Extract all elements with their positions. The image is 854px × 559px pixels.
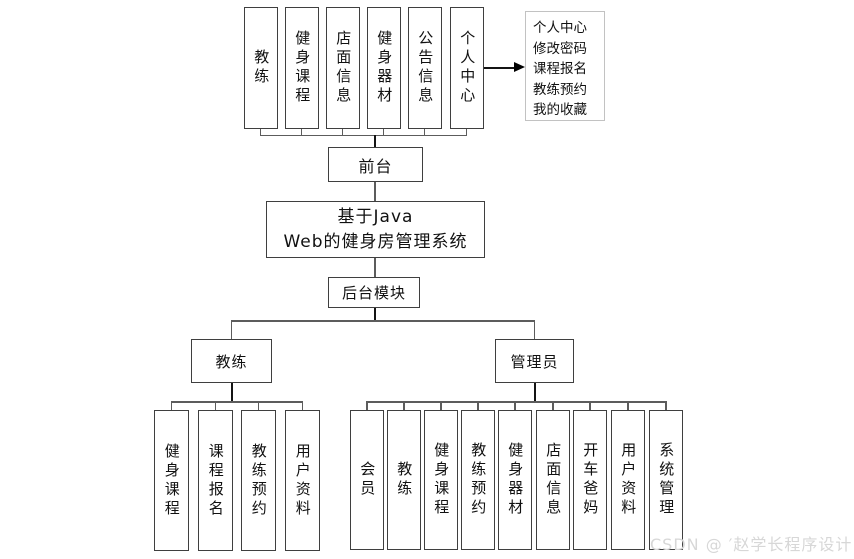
admin-child-system-management-label: 系统管理 (657, 442, 676, 518)
connector-stub-top-3 (341, 129, 344, 136)
connector-admin-child-stub-5 (514, 401, 516, 410)
frontend-module-store-info: 店面信息 (326, 7, 360, 129)
connector-stub-top-2 (300, 129, 303, 136)
frontend-module-fitness-course-label: 健身课程 (293, 30, 312, 106)
connector-admin-child-stub-4 (477, 401, 479, 410)
connector-admin-child-stub-6 (552, 401, 554, 410)
node-backend-label: 后台模块 (341, 284, 406, 302)
connector-admin-child-stub-1 (366, 401, 368, 410)
connector-admin-child-stub-7 (589, 401, 591, 410)
admin-child-coach-booking-label: 教练预约 (469, 442, 488, 518)
connector-trunk-coach (230, 383, 233, 402)
admin-child-member: 会员 (350, 410, 384, 550)
connector-split-horizontal (231, 320, 535, 322)
frontend-module-announcement: 公告信息 (408, 7, 442, 129)
admin-child-fitness-course-label: 健身课程 (432, 442, 451, 518)
connector-stub-top-4 (382, 129, 385, 136)
frontend-module-fitness-equipment: 健身器材 (367, 7, 401, 129)
admin-child-system-management: 系统管理 (649, 410, 683, 550)
connector-coach-child-stub-2 (214, 401, 217, 410)
node-frontend-label: 前台 (358, 156, 393, 176)
coach-child-user-profile: 用户资料 (285, 410, 320, 551)
node-frontend: 前台 (328, 147, 423, 182)
connector-admin-child-stub-3 (440, 401, 442, 410)
admin-child-store-info-label: 店面信息 (544, 442, 563, 518)
coach-child-fitness-course-label: 健身课程 (162, 442, 181, 519)
coach-child-coach-booking-label: 教练预约 (249, 442, 268, 519)
coach-child-coach-booking: 教练预约 (241, 410, 276, 551)
frontend-module-fitness-equipment-label: 健身器材 (375, 30, 394, 106)
connector-admin-child-stub-9 (665, 401, 667, 410)
connector-trunk-back (373, 308, 377, 321)
connector-stub-top-1 (259, 129, 262, 136)
connector-coach-horizontal (171, 401, 303, 403)
node-root-title-line1: 基于Java (337, 206, 414, 227)
admin-child-fitness-equipment-label: 健身器材 (506, 442, 525, 518)
admin-child-coach: 教练 (387, 410, 421, 550)
admin-child-member-label: 会员 (358, 461, 377, 499)
node-branch-coach-label: 教练 (215, 352, 248, 371)
note-line: 个人中心 (533, 20, 587, 36)
admin-child-user-profile: 用户资料 (611, 410, 645, 550)
connector-coach-child-stub-4 (301, 401, 304, 410)
frontend-module-personal-center: 个人中心 (450, 7, 484, 129)
connector-trunk-admin (533, 383, 536, 402)
watermark: CSDN @ ′赵学长程序设计 (650, 535, 853, 554)
frontend-module-coach: 教练 (244, 7, 278, 129)
connector-stub-coach (230, 320, 232, 339)
coach-child-course-signup-label: 课程报名 (206, 442, 225, 519)
connector-root-back (374, 258, 377, 277)
admin-child-fitness-course: 健身课程 (424, 410, 458, 550)
coach-child-user-profile-label: 用户资料 (293, 442, 312, 519)
connector-admin-child-stub-8 (627, 401, 629, 410)
arrow-line (484, 66, 517, 69)
admin-child-fitness-equipment: 健身器材 (498, 410, 532, 550)
node-backend: 后台模块 (328, 277, 420, 308)
personal-center-note: 个人中心 修改密码 课程报名 教练预约 我的收藏 (525, 11, 605, 121)
admin-child-store-info: 店面信息 (536, 410, 570, 550)
connector-admin-child-stub-2 (403, 401, 405, 410)
note-line: 教练预约 (533, 81, 587, 98)
connector-top-horizontal (260, 134, 467, 136)
node-branch-admin-label: 管理员 (510, 352, 559, 371)
frontend-module-coach-label: 教练 (252, 49, 271, 87)
connector-stub-top-6 (465, 129, 468, 136)
frontend-module-store-info-label: 店面信息 (334, 30, 353, 106)
admin-child-user-profile-label: 用户资料 (619, 442, 638, 518)
frontend-module-personal-center-label: 个人中心 (458, 30, 477, 106)
arrowhead-icon (514, 62, 525, 72)
admin-child-driving-parents-label: 开车爸妈 (581, 442, 600, 518)
frontend-module-announcement-label: 公告信息 (416, 30, 435, 106)
coach-child-fitness-course: 健身课程 (154, 410, 189, 551)
connector-stub-top-5 (423, 129, 426, 136)
node-root: 基于Java Web的健身房管理系统 (266, 201, 485, 258)
connector-stub-admin (533, 320, 536, 339)
admin-child-coach-label: 教练 (395, 461, 414, 499)
coach-child-course-signup: 课程报名 (198, 410, 233, 551)
note-line: 修改密码 (533, 40, 587, 57)
note-line: 课程报名 (533, 61, 587, 77)
connector-admin-horizontal (367, 401, 667, 403)
frontend-module-fitness-course: 健身课程 (285, 7, 319, 129)
note-line: 我的收藏 (533, 102, 587, 118)
admin-child-coach-booking: 教练预约 (461, 410, 495, 550)
connector-trunk-front (373, 135, 377, 147)
admin-child-driving-parents: 开车爸妈 (573, 410, 607, 550)
node-root-title-line2: Web的健身房管理系统 (283, 231, 468, 252)
connector-coach-child-stub-3 (257, 401, 260, 410)
connector-coach-child-stub-1 (170, 401, 173, 410)
connector-front-root (374, 182, 377, 201)
node-branch-coach: 教练 (191, 339, 272, 383)
node-branch-admin: 管理员 (495, 339, 574, 383)
